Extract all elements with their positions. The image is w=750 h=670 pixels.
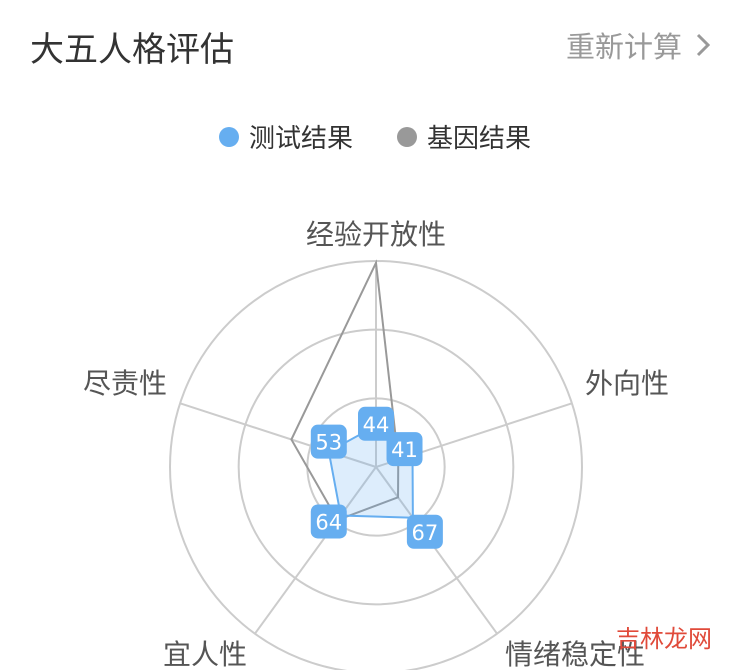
data-label-bg	[406, 514, 443, 549]
series-area-gene	[290, 259, 400, 522]
page-title: 大五人格评估	[30, 30, 234, 70]
data-label-bg	[310, 424, 347, 459]
axis-line	[375, 466, 498, 635]
recalculate-button[interactable]: 重新计算	[566, 24, 710, 66]
legend-label: 基因结果	[427, 124, 532, 154]
chevron-right-icon	[696, 33, 710, 57]
legend-item-gene[interactable]: 基因结果	[397, 118, 531, 155]
axis-line	[254, 466, 377, 635]
chart-legend: 测试结果 基因结果	[0, 118, 750, 155]
data-label-bg	[310, 504, 347, 539]
recalculate-label: 重新计算	[565, 30, 682, 64]
data-label: 67	[412, 521, 439, 545]
data-label: 44	[363, 413, 390, 437]
legend-item-test[interactable]: 测试结果	[218, 118, 353, 155]
axis-label: 外向性	[585, 367, 669, 400]
data-label-bg	[386, 432, 423, 467]
axis-label: 宜人性	[163, 638, 247, 670]
legend-dot-icon	[218, 126, 239, 147]
data-label: 41	[391, 438, 418, 462]
data-label-bg	[358, 406, 394, 441]
data-label: 64	[315, 510, 342, 534]
axis-label: 经验开放性	[306, 218, 446, 251]
watermark: 吉林龙网	[616, 625, 712, 653]
legend-dot-icon	[397, 126, 417, 147]
data-label: 53	[315, 431, 342, 455]
legend-label: 测试结果	[248, 124, 353, 154]
axis-label: 尽责性	[83, 367, 167, 400]
axis-label: 情绪稳定性	[505, 638, 645, 670]
